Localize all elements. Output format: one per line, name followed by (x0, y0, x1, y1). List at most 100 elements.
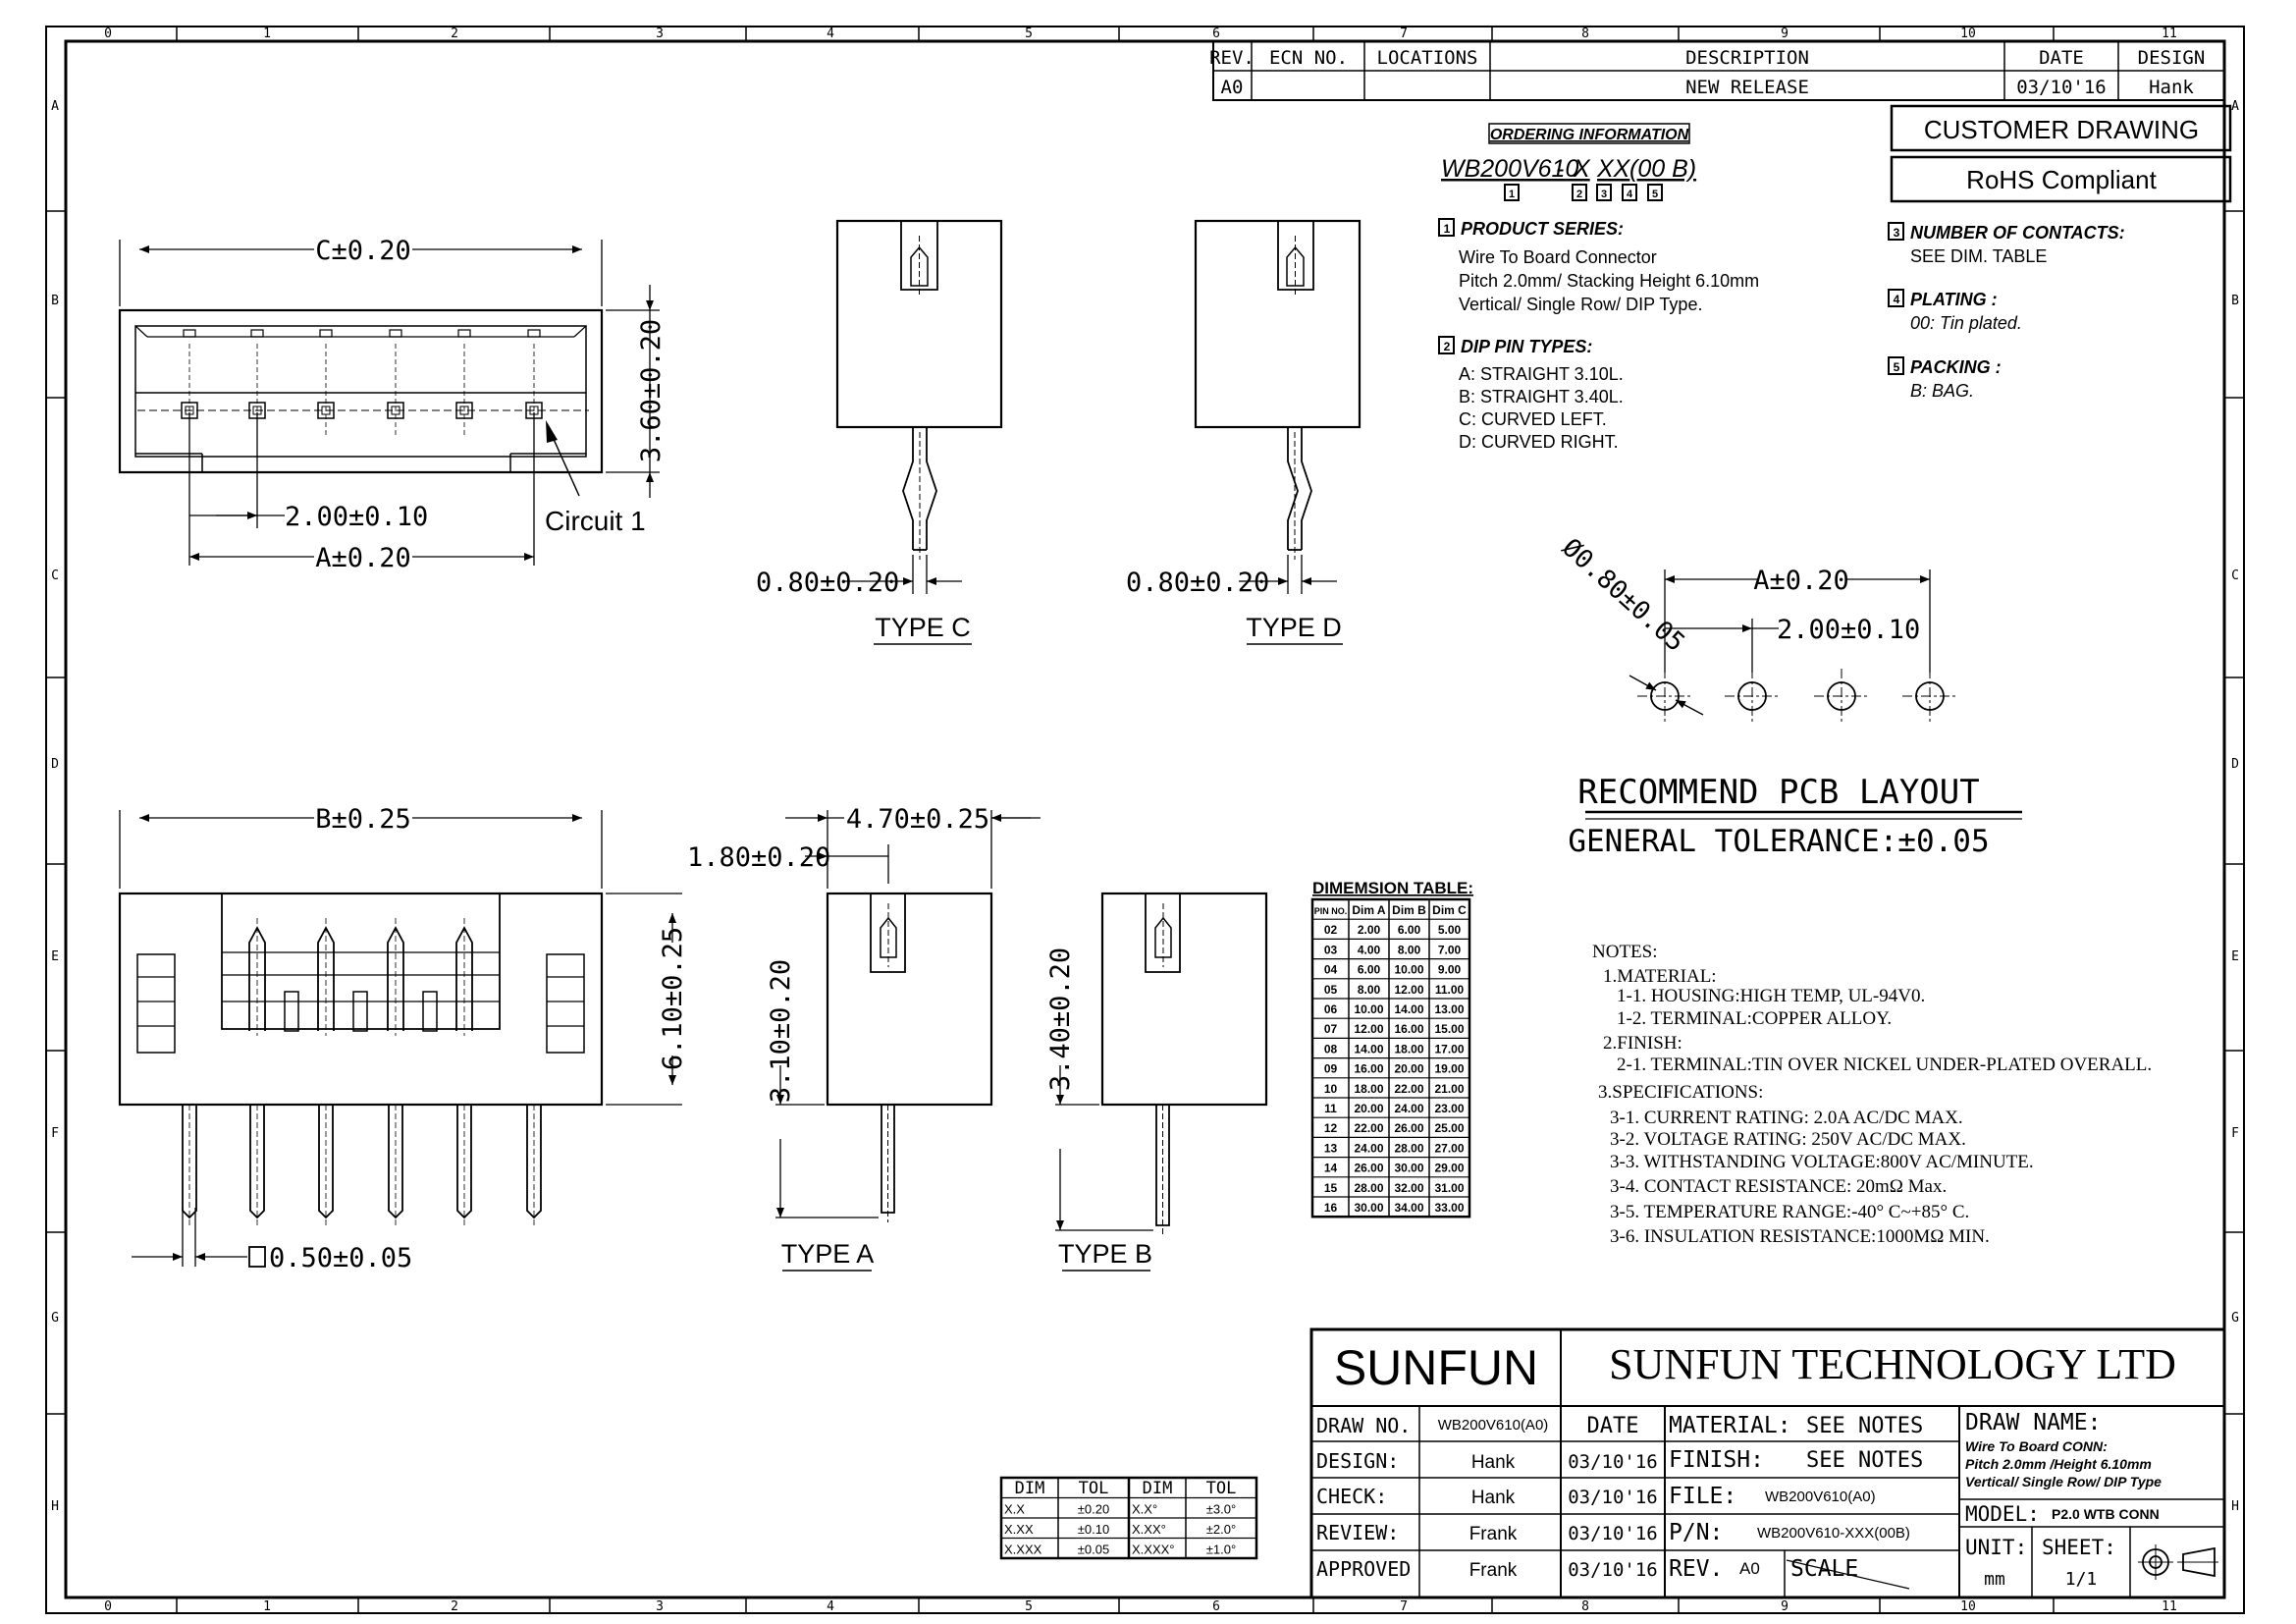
svg-text:DIP PIN TYPES:: DIP PIN TYPES: (1461, 337, 1592, 356)
column-label: 8 (1581, 1599, 1589, 1614)
note-line: 3.SPECIFICATIONS: (1598, 1082, 1763, 1103)
note-line: 3-2. VOLTAGE RATING: 250V AC/DC MAX. (1610, 1129, 1966, 1150)
type-b-label: TYPE B (1058, 1239, 1152, 1269)
column-label: 2 (451, 1599, 458, 1614)
type-c-dimension: 0.80±0.20 (756, 568, 899, 598)
customer-drawing-badge: CUSTOMER DRAWING (1890, 104, 2232, 152)
pcb-layout: A±0.20 2.00±0.10 Ø0.80±0.05 RECOMMEND PC… (1556, 533, 2022, 859)
type-c-label: TYPE C (875, 613, 971, 642)
dimension-table-cell: 33.00 (1434, 1201, 1464, 1215)
svg-text:P/N:: P/N: (1669, 1520, 1723, 1545)
dimension-table-header: Dim A (1352, 903, 1386, 917)
row-label: A (2231, 99, 2239, 114)
company-logo: SUNFUN (1334, 1340, 1538, 1395)
dimension-table-cell: 14 (1324, 1162, 1338, 1175)
dimension-table-cell: 20.00 (1394, 1062, 1423, 1076)
column-label: 10 (1960, 1599, 1976, 1614)
top-height-dimension: 3.60±0.20 (636, 319, 667, 462)
packing: 5 PACKING : B: BAG. (1888, 356, 2002, 401)
segment-4-5: (00 B) (1629, 155, 1696, 183)
row-label: H (51, 1499, 59, 1514)
dimension-table-cell: 13 (1324, 1141, 1338, 1155)
notes: NOTES:1.MATERIAL:1-1. HOUSING:HIGH TEMP,… (1592, 942, 2152, 1247)
dimension-table-cell: 04 (1324, 963, 1338, 977)
svg-text:CUSTOMER DRAWING: CUSTOMER DRAWING (1924, 115, 2199, 144)
dimension-table-cell: 16.00 (1354, 1062, 1383, 1076)
svg-text:A: STRAIGHT 3.10L.: A: STRAIGHT 3.10L. (1459, 364, 1624, 384)
dimension-table-cell: 11 (1324, 1102, 1337, 1115)
column-label: 4 (827, 27, 834, 41)
svg-text:4: 4 (1894, 293, 1900, 306)
dimension-table-cell: 18.00 (1354, 1082, 1383, 1096)
dimension-table-cell: 19.00 (1434, 1062, 1464, 1076)
file-value: WB200V610(A0) (1765, 1489, 1876, 1505)
date-header: DATE (2039, 47, 2084, 69)
svg-text:SCALE: SCALE (1790, 1556, 1858, 1582)
approval-date: 03/10'16 (1568, 1523, 1658, 1544)
type-b-view: 3.40±0.20 TYPE B (1045, 892, 1268, 1272)
type-d-view: 0.80±0.20 TYPE D (1126, 219, 1362, 645)
dimension-table-cell: 31.00 (1434, 1181, 1464, 1195)
dimension-table-header: Dim C (1432, 903, 1467, 917)
column-label: 11 (2162, 27, 2177, 41)
column-label: 7 (1400, 1599, 1408, 1614)
dimension-table-cell: 05 (1324, 983, 1338, 997)
type-d-label: TYPE D (1246, 613, 1342, 642)
column-label: 1 (263, 27, 271, 41)
svg-text:PRODUCT SERIES:: PRODUCT SERIES: (1461, 219, 1624, 239)
rev-value-block: A0 (1739, 1559, 1760, 1578)
dimension-table-cell: 10 (1324, 1082, 1338, 1096)
column-label: 6 (1212, 27, 1220, 41)
dimension-table-cell: 4.00 (1358, 943, 1381, 956)
front-pin-dimension: 0.50±0.05 (269, 1243, 412, 1273)
svg-text:RoHS Compliant: RoHS Compliant (1966, 165, 2157, 194)
tolerance-cell: ±3.0° (1206, 1502, 1236, 1517)
tolerance-header: DIM (1015, 1479, 1045, 1498)
approval-name: Hank (1471, 1452, 1516, 1473)
svg-text:1: 1 (1444, 222, 1451, 236)
column-label: 3 (656, 27, 664, 41)
part-number-value: WB200V610-XXX(00B) (1757, 1525, 1910, 1542)
approval-role: APPROVED (1316, 1557, 1411, 1581)
row-label: A (51, 99, 59, 114)
column-label: 6 (1212, 1599, 1220, 1614)
dimension-table-cell: 24.00 (1354, 1141, 1383, 1155)
dimension-table-cell: 8.00 (1358, 983, 1381, 997)
svg-text:2: 2 (1444, 340, 1451, 353)
column-label: 2 (451, 27, 458, 41)
type-a-offset-dimension: 1.80±0.20 (687, 842, 830, 873)
dimension-table-cell: 14.00 (1354, 1042, 1383, 1056)
row-label: D (2231, 757, 2239, 772)
svg-text:DATE: DATE (1587, 1414, 1639, 1438)
dimension-table-cell: 22.00 (1354, 1121, 1383, 1135)
revision-block: REV. ECN NO. LOCATIONS DESCRIPTION DATE … (1209, 40, 2225, 101)
type-b-pin-dimension: 3.40±0.20 (1045, 947, 1076, 1091)
type-a-view: 4.70±0.25 1.80±0.20 3.10±0.20 TYPE A (687, 804, 1041, 1272)
plating: 4 PLATING : 00: Tin plated. (1888, 289, 2022, 333)
unit-value: mm (1984, 1569, 2005, 1590)
dimension-table-header: PIN NO. (1314, 906, 1348, 916)
approval-date: 03/10'16 (1568, 1559, 1658, 1581)
type-c-view: 0.80±0.20 TYPE C (756, 219, 1003, 645)
svg-text:REV.: REV. (1669, 1556, 1723, 1582)
svg-text:PACKING :: PACKING : (1910, 357, 2002, 377)
dimension-table-cell: 6.00 (1358, 963, 1381, 977)
svg-text:SEE DIM. TABLE: SEE DIM. TABLE (1910, 246, 2047, 266)
company-name: SUNFUN TECHNOLOGY LTD (1609, 1340, 2176, 1388)
dimension-table-cell: 27.00 (1434, 1141, 1464, 1155)
dimension-table-cell: 26.00 (1394, 1121, 1423, 1135)
row-label: D (51, 757, 59, 772)
general-tolerance: GENERAL TOLERANCE:±0.05 (1568, 824, 1989, 859)
dimension-table-cell: 02 (1324, 923, 1338, 937)
row-label: C (2231, 568, 2239, 583)
part-prefix: WB200V610 (1441, 155, 1578, 183)
dimension-table-cell: 07 (1324, 1022, 1338, 1036)
svg-text:Wire To Board CONN:: Wire To Board CONN: (1965, 1438, 2108, 1454)
product-series: 1 PRODUCT SERIES: Wire To Board Connecto… (1438, 218, 1759, 314)
row-label: E (2231, 949, 2239, 964)
note-line: 1.MATERIAL: (1603, 966, 1717, 987)
row-label: G (2231, 1311, 2239, 1326)
approval-role: CHECK: (1316, 1485, 1387, 1508)
